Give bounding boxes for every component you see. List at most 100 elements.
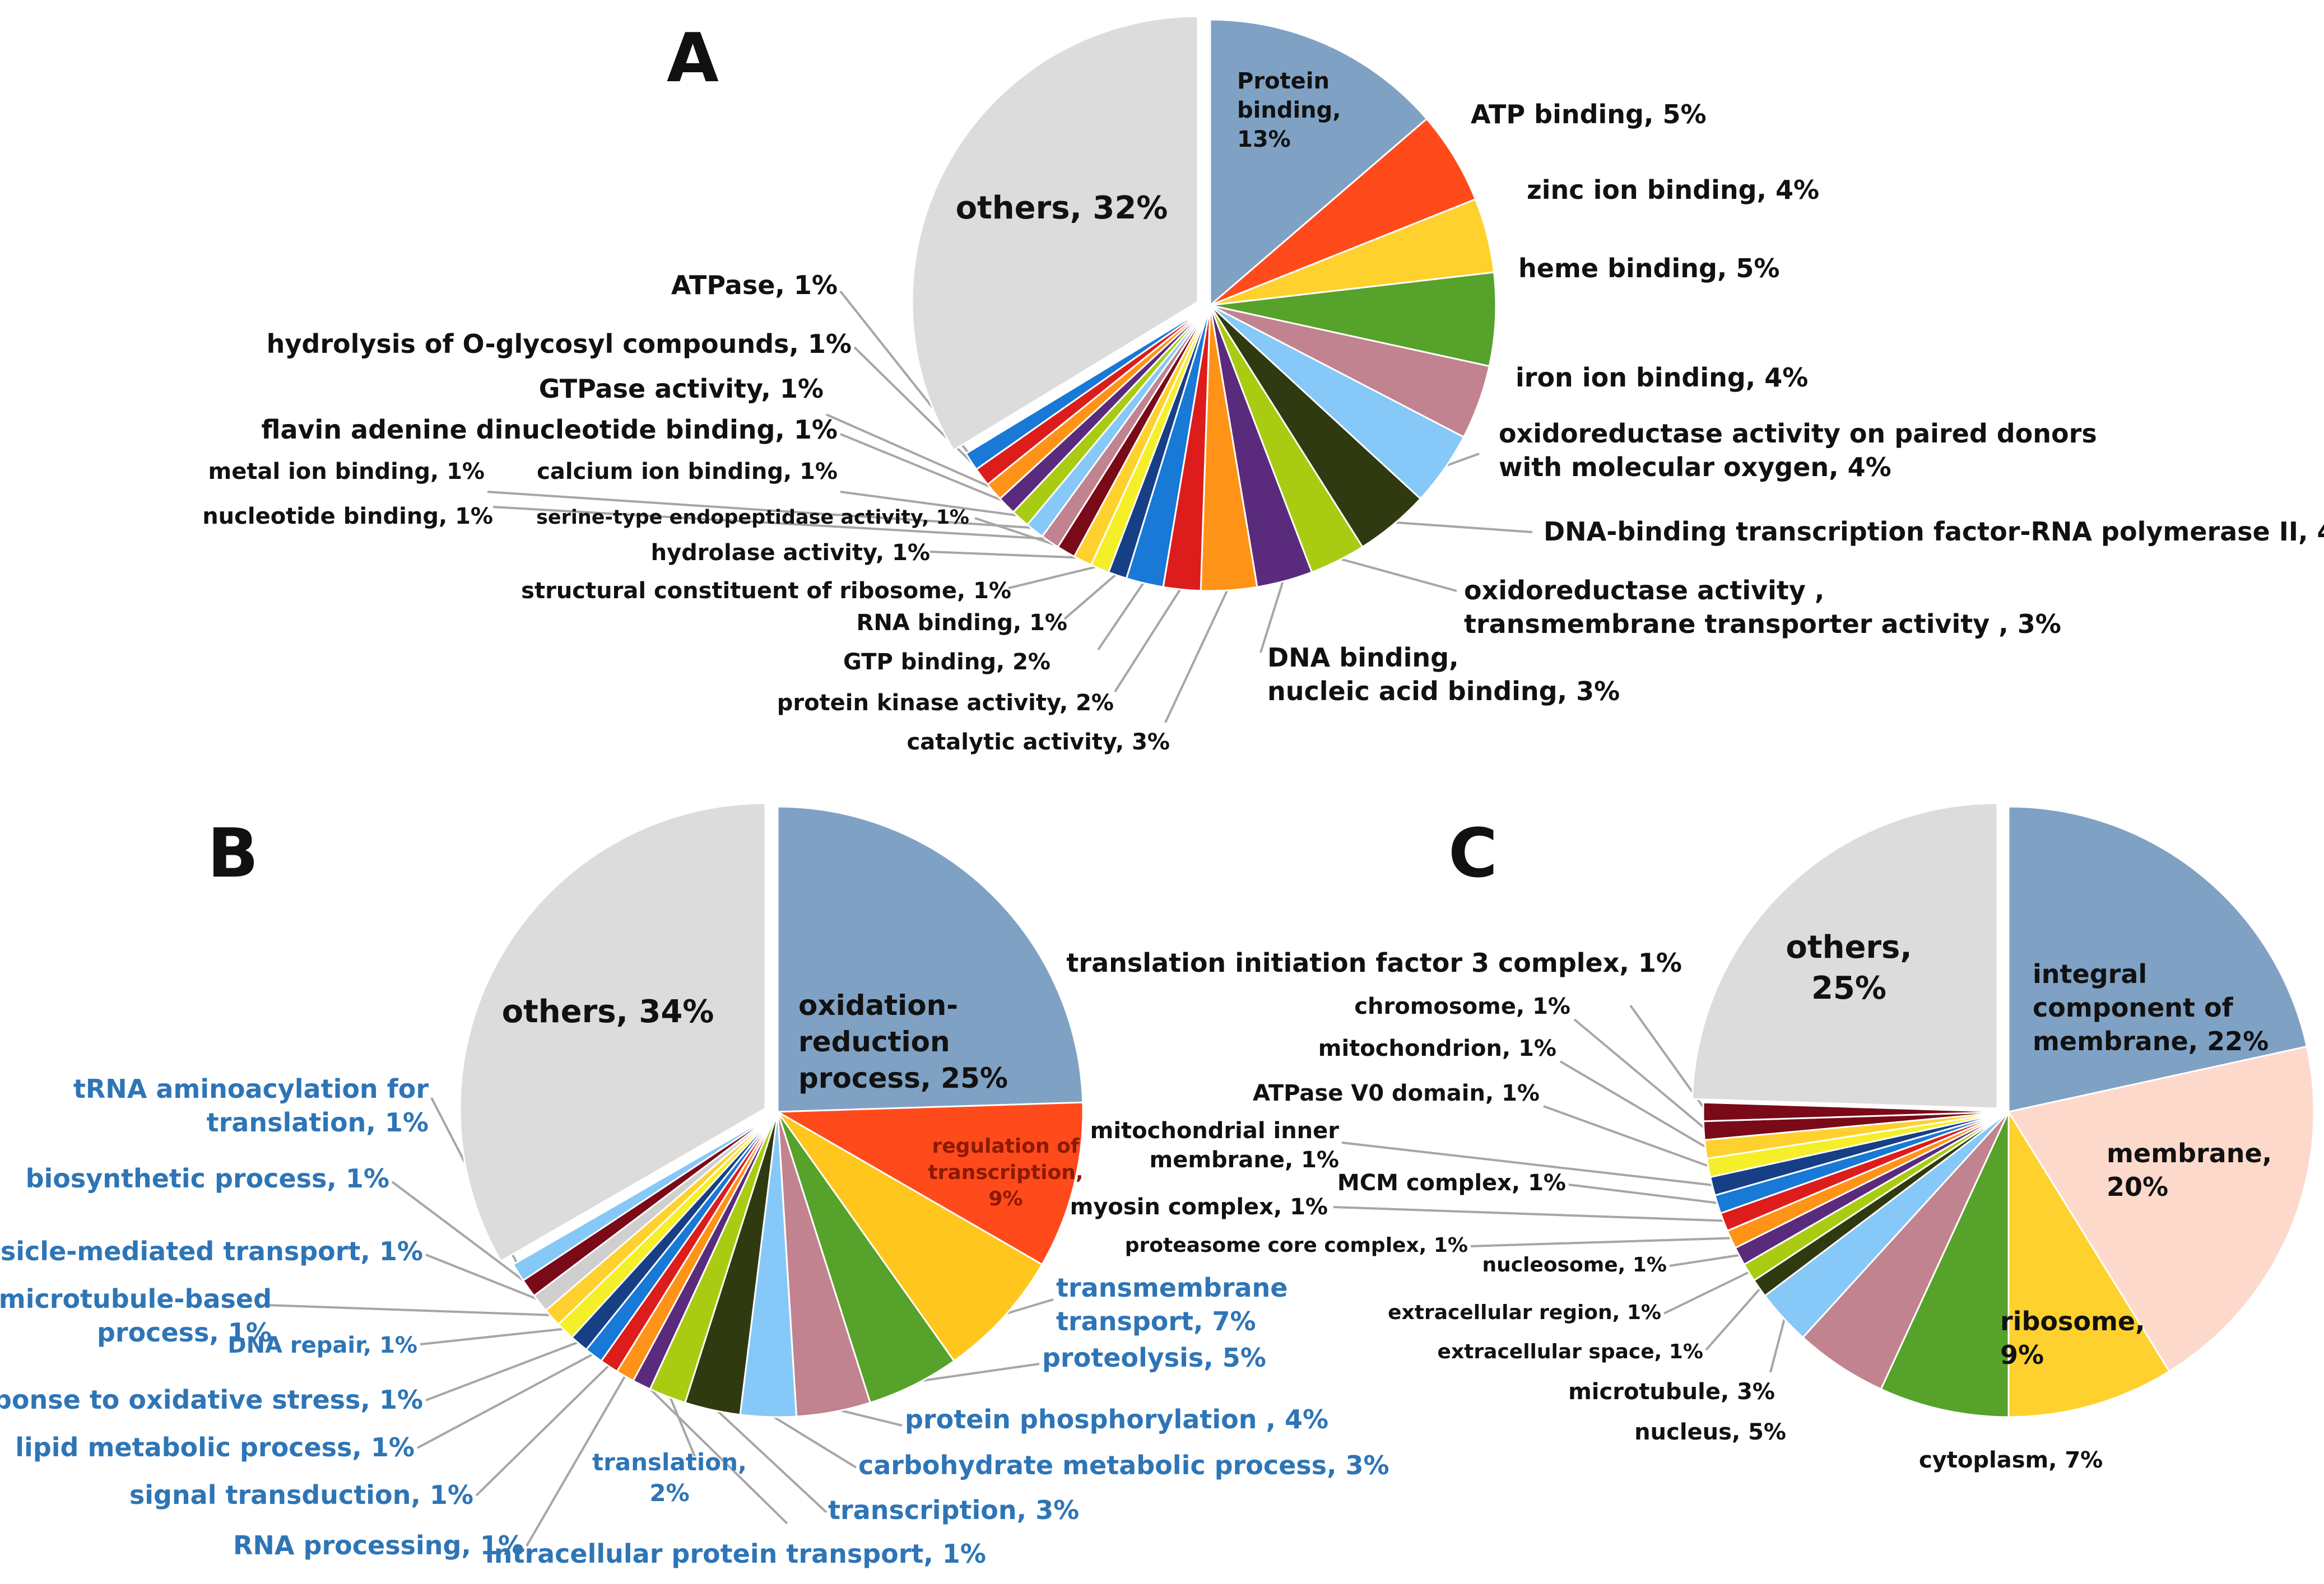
label-line: carbohydrate metabolic process, 3% <box>858 1450 1389 1480</box>
label-line: 13% <box>1237 127 1291 152</box>
pie-b-label-transcription-3: transcription, 3% <box>828 1495 1079 1525</box>
label-line: structural constituent of ribosome, 1% <box>521 578 1011 604</box>
label-line: others, 34% <box>502 994 714 1030</box>
pie-a-label-heme-binding-5: heme binding, 5% <box>1518 253 1780 283</box>
pie-b-leader-line <box>425 1254 543 1302</box>
label-line: with molecular oxygen, 4% <box>1499 452 1891 482</box>
label-line: iron ion binding, 4% <box>1516 362 1808 393</box>
label-line: proteasome core complex, 1% <box>1125 1234 1468 1257</box>
pie-b-leader-line <box>526 1372 628 1547</box>
label-line: 2% <box>649 1479 689 1507</box>
pie-c-label-mitochondrion-1: mitochondrion, 1% <box>1318 1036 1556 1061</box>
pie-a-leader-line <box>826 413 997 491</box>
pie-b-label-others-34: others, 34% <box>502 994 714 1030</box>
label-line: ATP binding, 5% <box>1471 99 1707 129</box>
pie-c-slice-membrane-20 <box>2007 1045 2315 1373</box>
label-line: catalytic activity, 3% <box>907 729 1170 755</box>
pie-a-leader-line <box>1097 579 1147 651</box>
pie-b-leader-line <box>391 1181 532 1288</box>
label-line: extracellular region, 1% <box>1388 1301 1661 1324</box>
pie-c-slice-ribosome-9 <box>2007 1108 2170 1418</box>
pie-a-label-structural-constituent-of-ribosome-1: structural constituent of ribosome, 1% <box>521 578 1011 604</box>
pie-c-label-cytoplasm-7: cytoplasm, 7% <box>1919 1447 2103 1473</box>
pie-c-label-extracellular-space-1: extracellular space, 1% <box>1438 1340 1703 1363</box>
pie-a-label-dna-binding-nucleic-acid-binding-3: DNA binding,nucleic acid binding, 3% <box>1267 642 1620 706</box>
label-line: intracellular protein transport, 1% <box>485 1539 986 1569</box>
pie-a-leader-line <box>1391 521 1533 533</box>
pie-b-leader-line <box>417 1352 597 1449</box>
pie-c-leader-line <box>1470 1237 1735 1247</box>
panel-c-letter: C <box>1448 815 1498 893</box>
label-line: translation, <box>592 1448 747 1476</box>
pie-b-leader-line <box>667 1392 696 1457</box>
pie-a-leader-line <box>1114 585 1183 693</box>
pie-c-label-extracellular-region-1: extracellular region, 1% <box>1388 1301 1661 1324</box>
label-line: protein kinase activity, 2% <box>777 690 1114 716</box>
pie-b-leader-line <box>266 1304 555 1317</box>
pie-b-label-vesicle-mediated-transport-1: vesicle-mediated transport, 1% <box>0 1236 423 1266</box>
label-line: RNA binding, 1% <box>857 610 1067 636</box>
pie-b-label-intracellular-protein-transport-1: intracellular protein transport, 1% <box>485 1539 986 1569</box>
pie-a-label-hydrolysis-of-o-glycosyl-compounds-1: hydrolysis of O-glycosyl compounds, 1% <box>267 329 852 359</box>
label-line: nucleus, 5% <box>1634 1419 1786 1445</box>
pie-c-slice-integral-component-of-membrane-22 <box>2007 805 2308 1113</box>
label-line: serine-type endopeptidase activity, 1% <box>536 506 969 529</box>
label-line: lipid metabolic process, 1% <box>15 1432 415 1462</box>
pie-a-leader-line <box>1336 557 1457 592</box>
pie-c-label-membrane-20: membrane,20% <box>2107 1138 2272 1202</box>
pie-c-leader-line <box>1769 1315 1787 1373</box>
pie-b-slice-proteolysis-5 <box>777 1111 955 1404</box>
pie-a-label-oxidoreductase-activity-on-paired-donors-with-molecular-oxygen-4: oxidoreductase activity on paired donors… <box>1499 418 2097 482</box>
label-line: mitochondrial inner <box>1090 1118 1340 1144</box>
label-line: signal transduction, 1% <box>129 1480 473 1510</box>
pie-c-leader-line <box>1341 1142 1716 1187</box>
pie-c-leader-line <box>1333 1206 1727 1222</box>
label-line: oxidoreductase activity on paired donors <box>1499 418 2097 449</box>
label-line: myosin complex, 1% <box>1070 1194 1328 1220</box>
pie-b-label-rna-processing-1: RNA processing, 1% <box>233 1530 524 1560</box>
label-line: heme binding, 5% <box>1518 253 1780 283</box>
label-line: oxidoreductase activity , <box>1464 575 1824 605</box>
pie-c-label-microtubule-3: microtubule, 3% <box>1568 1379 1775 1405</box>
pie-a-label-calcium-ion-binding-1: calcium ion binding, 1% <box>537 459 838 484</box>
label-line: proteolysis, 5% <box>1042 1343 1266 1373</box>
label-line: membrane, <box>2107 1138 2272 1168</box>
pie-b-label-dna-repair-1: DNA repair, 1% <box>227 1333 417 1358</box>
label-line: metal ion binding, 1% <box>208 459 485 484</box>
pie-a-label-nucleotide-binding-1: nucleotide binding, 1% <box>202 504 493 529</box>
label-line: reduction <box>798 1026 950 1058</box>
label-line: transmembrane transporter activity , 3% <box>1464 609 2061 639</box>
pie-a-slice-protein-binding-13 <box>1209 18 1428 308</box>
pie-a-leader-line <box>492 506 1052 541</box>
pie-b-label-translation-2: translation, 2% <box>592 1448 747 1507</box>
pie-a-leader-line <box>1008 564 1101 589</box>
label-line: 9% <box>2000 1340 2044 1370</box>
label-line: integral <box>2033 959 2147 989</box>
label-line: component of <box>2033 993 2234 1023</box>
pie-c-leader-line <box>1573 1018 1708 1131</box>
label-line: regulation of <box>932 1135 1079 1158</box>
pie-b-slice-trna-aminoacylation-for-translation-1 <box>512 1111 778 1282</box>
label-line: transcription, <box>928 1161 1083 1184</box>
pie-a-label-serine-type-endopeptidase-activity-1: serine-type endopeptidase activity, 1% <box>536 506 969 529</box>
pie-b-label-signal-transduction-1: signal transduction, 1% <box>129 1480 473 1510</box>
panel-a-letter: A <box>667 20 719 97</box>
pie-b-label-carbohydrate-metabolic-process-3: carbohydrate metabolic process, 3% <box>858 1450 1389 1480</box>
label-line: mitochondrion, 1% <box>1318 1036 1556 1061</box>
label-line: extracellular space, 1% <box>1438 1340 1703 1363</box>
label-line: cytoplasm, 7% <box>1919 1447 2103 1473</box>
label-line: zinc ion binding, 4% <box>1527 175 1819 205</box>
label-line: transport, 7% <box>1056 1306 1256 1336</box>
label-line: process, 25% <box>798 1062 1008 1094</box>
label-line: DNA binding, <box>1267 642 1459 673</box>
pie-b-leader-line <box>642 1381 788 1525</box>
pie-c-label-mcm-complex-1: MCM complex, 1% <box>1337 1170 1566 1196</box>
